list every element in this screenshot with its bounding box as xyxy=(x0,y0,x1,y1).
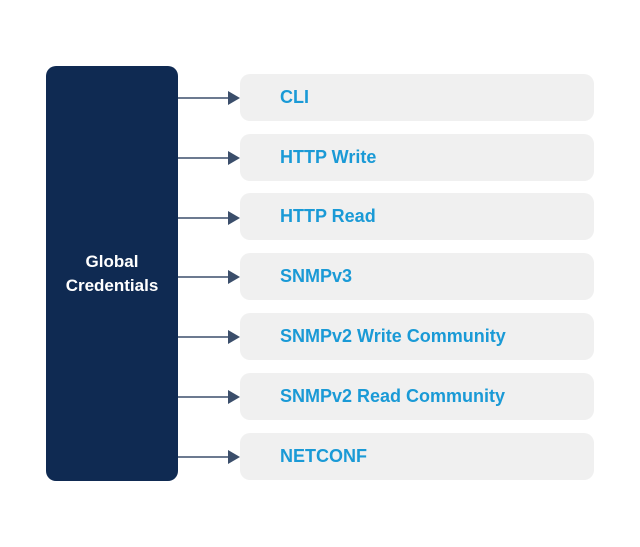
arrowhead-icon xyxy=(228,390,240,404)
credential-label-snmpv3: SNMPv3 xyxy=(280,266,353,286)
credential-box-cli: CLI xyxy=(240,74,594,121)
connector-arrow-snmpv2-read xyxy=(178,390,240,404)
credential-label-netconf: NETCONF xyxy=(280,446,367,466)
arrowhead-icon xyxy=(228,270,240,284)
credential-label-http-write: HTTP Write xyxy=(280,147,377,167)
connector-arrow-snmpv2-write xyxy=(178,330,240,344)
connector-arrow-cli xyxy=(178,91,240,105)
connector-arrow-http-write xyxy=(178,151,240,165)
arrowhead-icon xyxy=(228,151,240,165)
global-credentials-label-line1: Global xyxy=(85,251,139,271)
global-credentials-box: Global Credentials xyxy=(46,66,178,481)
arrowhead-icon xyxy=(228,91,240,105)
connector-arrow-snmpv3 xyxy=(178,270,240,284)
arrowhead-icon xyxy=(228,450,240,464)
arrowhead-icon xyxy=(228,330,240,344)
credential-box-snmpv3: SNMPv3 xyxy=(240,253,594,300)
arrowhead-icon xyxy=(228,211,240,225)
global-credentials-label-line2: Credentials xyxy=(65,275,159,295)
credential-box-netconf: NETCONF xyxy=(240,433,594,480)
credential-label-snmpv2-read: SNMPv2 Read Community xyxy=(280,386,506,406)
global-credentials-label: Global Credentials xyxy=(52,250,172,298)
connector-arrow-netconf xyxy=(178,450,240,464)
credential-label-http-read: HTTP Read xyxy=(280,206,376,226)
credential-box-snmpv2-read: SNMPv2 Read Community xyxy=(240,373,594,420)
credential-box-http-read: HTTP Read xyxy=(240,193,594,240)
credential-box-snmpv2-write: SNMPv2 Write Community xyxy=(240,313,594,360)
credential-box-http-write: HTTP Write xyxy=(240,134,594,181)
credential-label-cli: CLI xyxy=(280,87,309,107)
credential-label-snmpv2-write: SNMPv2 Write Community xyxy=(280,326,506,346)
connector-arrow-http-read xyxy=(178,211,240,225)
